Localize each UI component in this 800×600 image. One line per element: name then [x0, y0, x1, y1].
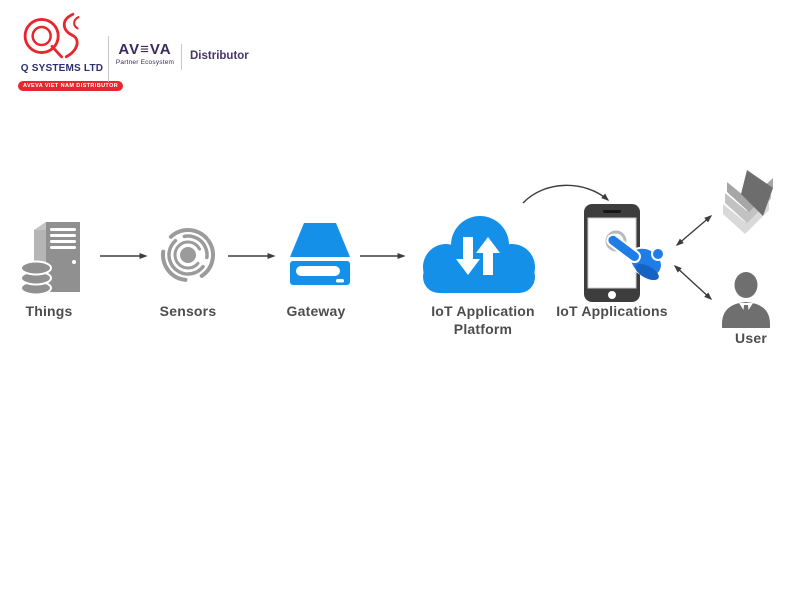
- qsystems-distributor-badge: AVEVA VIET NAM DISTRIBUTOR: [18, 81, 124, 91]
- qsystems-company-name: Q SYSTEMS LTD: [20, 63, 104, 74]
- arrow-platform-applications: [522, 184, 610, 204]
- qsystems-logo-icon: [23, 12, 80, 59]
- label-user: User: [735, 330, 767, 346]
- label-applications: IoT Applications: [556, 303, 668, 319]
- label-gateway: Gateway: [286, 303, 346, 319]
- label-things: Things: [25, 303, 73, 319]
- label-sensors: Sensors: [159, 303, 217, 319]
- aveva-wordmark: AV≡VA: [118, 41, 172, 58]
- touch-hand-icon: [606, 233, 665, 281]
- cloud-data-sync-icon: [423, 216, 535, 293]
- label-platform: IoT Application Platform: [431, 303, 535, 337]
- qsystems-logo: Q SYSTEMS LTD AVEVA VIET NAM DISTRIBUTOR: [18, 10, 124, 92]
- aveva-logo: AV≡VA Partner Ecosystem: [114, 42, 176, 66]
- gateway-device-icon: [290, 223, 350, 285]
- book-pages-icon: [723, 170, 773, 234]
- distributor-label: Distributor: [190, 50, 249, 62]
- server-database-icon: [20, 222, 80, 296]
- aveva-subtitle: Partner Ecosystem: [115, 59, 175, 66]
- divider: [181, 44, 182, 70]
- sensor-icon: [161, 228, 215, 282]
- arrow-applications-documents: [675, 215, 713, 246]
- arrow-applications-user: [673, 264, 713, 301]
- divider: [108, 36, 109, 82]
- person-icon: [722, 272, 770, 328]
